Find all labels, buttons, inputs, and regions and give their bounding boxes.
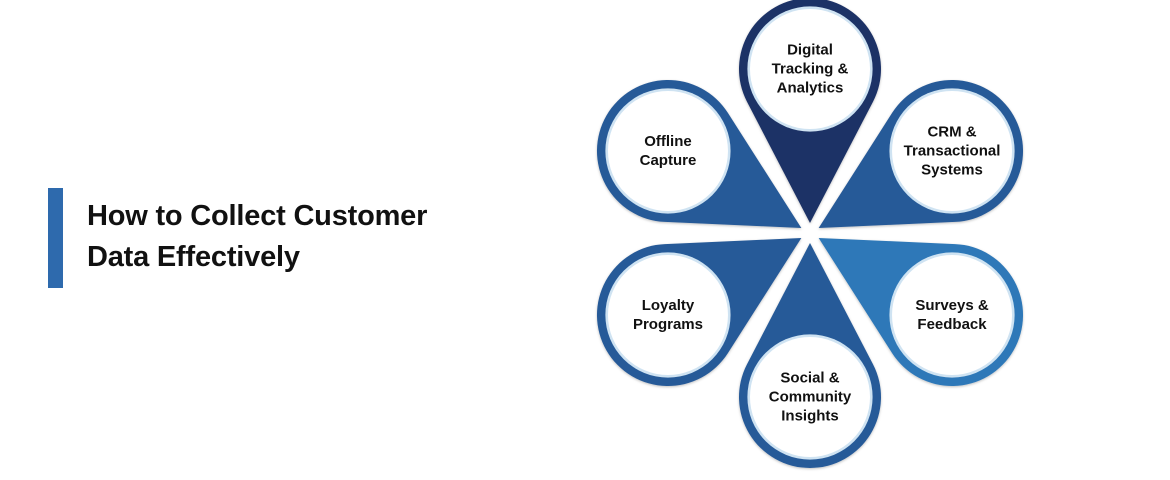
petal-label-line: Programs (633, 316, 703, 333)
petal-label-line: Analytics (777, 80, 844, 97)
title-accent-bar (48, 188, 63, 288)
petal-label-circle (892, 91, 1013, 211)
petal-label-line: Feedback (917, 316, 987, 333)
petal-label-circle (750, 337, 870, 457)
petal-label-circle (892, 255, 1013, 375)
petal-label-line: Capture (640, 152, 697, 169)
petal-label-line: Offline (644, 133, 692, 150)
petal-label-line: Social & (780, 370, 839, 387)
page-title-line-1: How to Collect Customer (87, 200, 428, 232)
petal-label-circle (607, 255, 728, 375)
petal-label-circle (607, 91, 728, 211)
petal-label-line: Systems (921, 162, 983, 179)
petal-label-line: CRM & (927, 124, 976, 141)
petal-label-line: Transactional (904, 143, 1001, 160)
petal-label-line: Community (769, 389, 852, 406)
petal-label-line: Surveys & (915, 297, 989, 314)
petal-surveys-feedback: Surveys & Feedback (818, 238, 1024, 386)
petal-label-circle (750, 9, 870, 129)
page-title-line-2: Data Effectively (87, 241, 300, 273)
petal-label-line: Loyalty (642, 297, 695, 314)
petal-label-line: Insights (781, 408, 839, 425)
petal-label-line: Tracking & (772, 61, 849, 78)
petal-label-line: Digital (787, 42, 833, 59)
